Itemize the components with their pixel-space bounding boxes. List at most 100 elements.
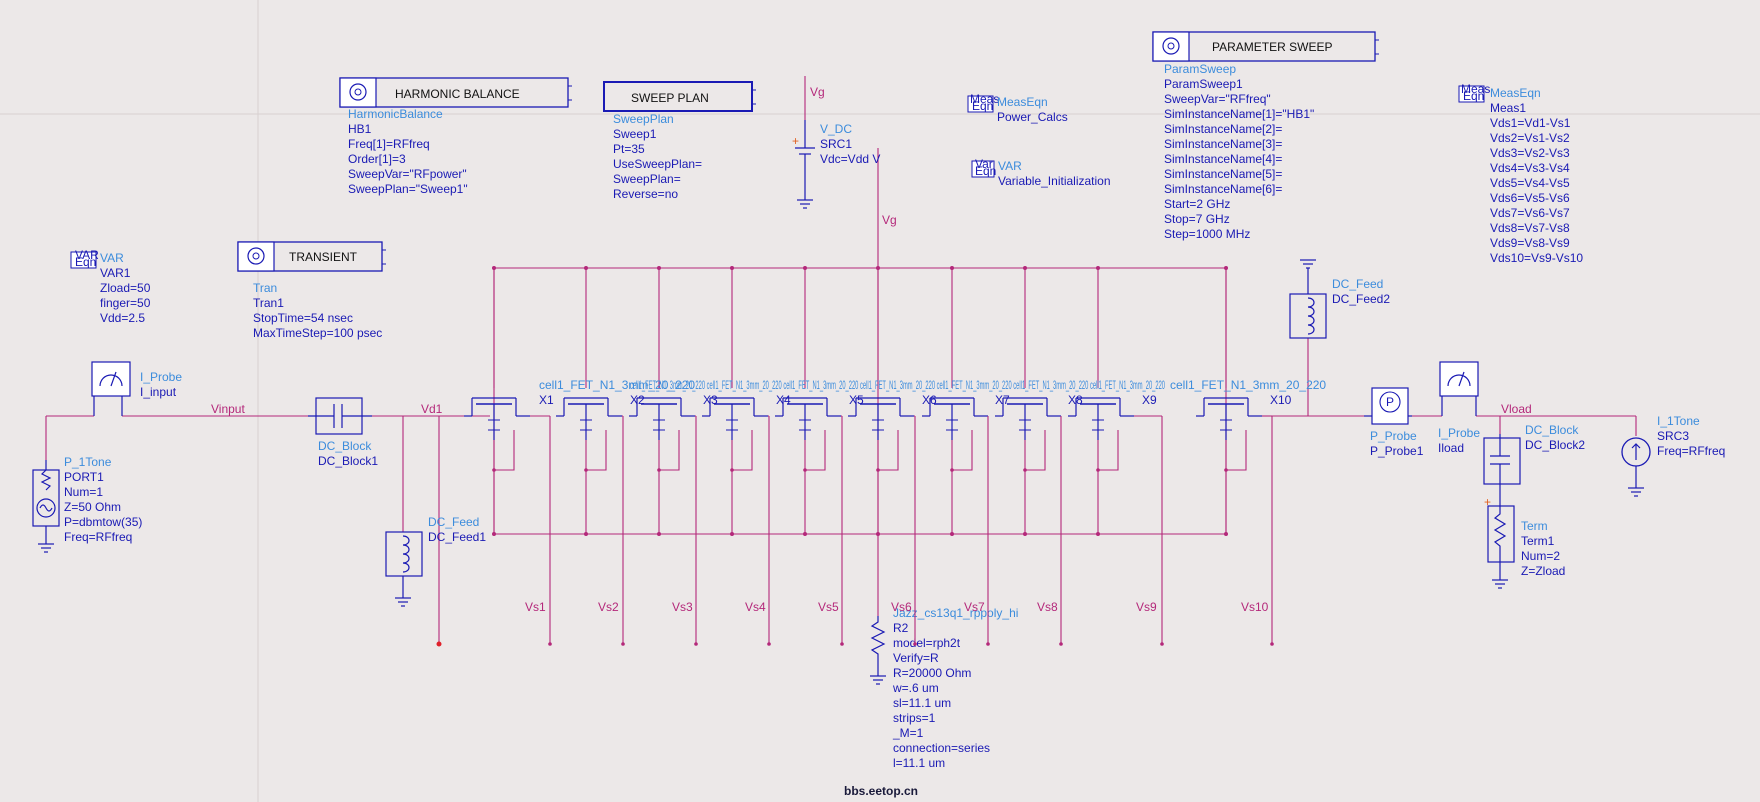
block-line: Meas1 — [1490, 101, 1526, 115]
component-label: DC_Block1 — [318, 454, 378, 468]
var1-block[interactable]: VAR Eqn VAR VAR1 Zload=50 finger=50 Vdd=… — [70, 248, 151, 325]
termination[interactable]: + Term Term1 Num=2 Z=Zload — [1484, 495, 1565, 589]
fet-cell[interactable]: X8 — [995, 266, 1083, 646]
net-label-vs: Vs6 — [891, 600, 912, 614]
load-current-probe[interactable]: I_Probe Iload — [1438, 361, 1480, 455]
block-line: SweepPlan="Sweep1" — [348, 182, 468, 196]
src3-current-source[interactable]: I_1Tone SRC3 Freq=RFfreq — [1621, 414, 1725, 497]
block-line: Tran1 — [253, 296, 284, 310]
component-label: DC_Feed2 — [1332, 292, 1390, 306]
fet-model-label: cell1_FET_N1_3mm_20_220 — [1170, 378, 1326, 392]
probe-node[interactable] — [436, 641, 442, 647]
watermark: bbs.eetop.cn — [844, 784, 918, 798]
component-label: P_Probe1 — [1370, 444, 1424, 458]
component-label: connection=series — [893, 741, 990, 755]
block-line: Power_Calcs — [997, 110, 1068, 124]
component-label: DC_Block — [1525, 423, 1579, 437]
block-line: VAR — [100, 251, 124, 265]
block-line: HarmonicBalance — [348, 107, 443, 121]
block-line: Vds2=Vs1-Vs2 — [1490, 131, 1570, 145]
block-line: Variable_Initialization — [998, 174, 1111, 188]
fet-cell[interactable]: X9 — [1068, 266, 1164, 646]
net-label-vg: Vg — [882, 213, 897, 227]
gear-icon — [247, 247, 265, 265]
net-label-vinput: Vinput — [211, 402, 245, 416]
variable-initialization-block[interactable]: Var Eqn VAR Variable_Initialization — [971, 157, 1111, 188]
block-line: SweepPlan= — [613, 172, 681, 186]
component-label: SRC1 — [820, 137, 852, 151]
component-label: _M=1 — [892, 726, 924, 740]
fet-cell[interactable]: X4 — [702, 266, 791, 646]
block-line: SimInstanceName[2]= — [1164, 122, 1282, 136]
fet-cell[interactable]: X3 — [629, 266, 718, 646]
component-label: l=11.1 um — [893, 756, 945, 770]
transient-controller[interactable]: TRANSIENT Tran Tran1 StopTime=54 nsec Ma… — [237, 241, 386, 340]
component-label: Term1 — [1521, 534, 1555, 548]
fet-instance-label: X9 — [1142, 393, 1157, 407]
input-current-probe[interactable]: I_Probe I_input — [91, 361, 182, 416]
net-label-vs: Vs4 — [745, 600, 766, 614]
component-label: Iload — [1438, 441, 1464, 455]
parameter-sweep-controller[interactable]: PARAMETER SWEEP ParamSweep ParamSweep1 S… — [1152, 31, 1379, 241]
component-label: Verify=R — [893, 651, 939, 665]
meas-eqn-icon: Eqn — [972, 99, 993, 113]
net-label-vd1: Vd1 — [421, 402, 443, 416]
block-line: Vds8=Vs7-Vs8 — [1490, 221, 1570, 235]
block-line: Vds3=Vs2-Vs3 — [1490, 146, 1570, 160]
block-line: SweepVar="RFpower" — [348, 167, 467, 181]
component-label: DC_Feed — [428, 515, 479, 529]
fet-cell[interactable]: X5 — [775, 266, 864, 646]
component-label: P_1Tone — [64, 455, 112, 469]
dc-block-2[interactable]: DC_Block DC_Block2 — [1483, 423, 1585, 506]
r2-resistor[interactable]: Jazz_cs13q1_rppoly_hi R2 model=rph2t Ver… — [870, 606, 1018, 770]
component-label: I_Probe — [140, 370, 182, 384]
sweep-plan-controller[interactable]: SWEEP PLAN SweepPlan Sweep1 Pt=35 UseSwe… — [603, 81, 756, 201]
dc-feed-1[interactable]: DC_Feed DC_Feed1 — [385, 515, 486, 607]
port1-source[interactable]: P_1Tone PORT1 Num=1 Z=50 Ohm P=dbmtow(35… — [32, 455, 142, 553]
block-line: SimInstanceName[4]= — [1164, 152, 1282, 166]
dc-block-1[interactable]: DC_Block DC_Block1 — [308, 397, 378, 468]
component-label: R2 — [893, 621, 909, 635]
block-line: UseSweepPlan= — [613, 157, 702, 171]
block-line: Sweep1 — [613, 127, 657, 141]
block-line: SweepPlan — [613, 112, 674, 126]
block-line: finger=50 — [100, 296, 151, 310]
component-label: strips=1 — [893, 711, 936, 725]
fet-cell[interactable]: X7 — [922, 266, 1010, 646]
block-line: Tran — [253, 281, 277, 295]
net-label-vs: Vs10 — [1241, 600, 1269, 614]
vdc-source[interactable]: + V_DC SRC1 Vdc=Vdd V — [792, 120, 880, 209]
svg-text:+: + — [1484, 495, 1491, 509]
component-label: R=20000 Ohm — [893, 666, 971, 680]
block-line: Reverse=no — [613, 187, 678, 201]
component-label: DC_Block2 — [1525, 438, 1585, 452]
component-label: Z=Zload — [1521, 564, 1565, 578]
fet-cell[interactable]: X1 — [464, 266, 554, 646]
fet-cell[interactable]: X6 — [848, 266, 937, 646]
fet-cell[interactable]: X2 — [556, 266, 645, 646]
meas1-block[interactable]: Meas Eqn MeasEqn Meas1 Vds1=Vd1-Vs1 Vds2… — [1458, 82, 1583, 265]
harmonic-balance-controller[interactable]: HARMONIC BALANCE HarmonicBalance HB1 Fre… — [339, 77, 572, 196]
fet-model-label: cell1_FET_N1_3mm_20_220 cell1_FET_N1_3mm… — [630, 378, 1165, 392]
net-label-vs: Vs5 — [818, 600, 839, 614]
component-label: Term — [1521, 519, 1548, 533]
component-label: SRC3 — [1657, 429, 1689, 443]
power-probe[interactable]: P P_Probe P_Probe1 — [1364, 387, 1424, 458]
var-eqn-icon: VAR — [75, 248, 99, 262]
component-label: PORT1 — [64, 470, 104, 484]
net-label-vload: Vload — [1501, 402, 1532, 416]
dc-feed-2[interactable]: DC_Feed DC_Feed2 — [1289, 259, 1390, 339]
component-label: Num=2 — [1521, 549, 1560, 563]
block-title: PARAMETER SWEEP — [1212, 40, 1332, 54]
block-line: Stop=7 GHz — [1164, 212, 1230, 226]
block-line: VAR1 — [100, 266, 131, 280]
block-line: MeasEqn — [997, 95, 1048, 109]
block-line: SimInstanceName[5]= — [1164, 167, 1282, 181]
component-label: Freq=RFfreq — [1657, 444, 1725, 458]
fet-cell[interactable]: X10 — [1196, 266, 1292, 646]
power-calcs-block[interactable]: Meas Eqn MeasEqn Power_Calcs — [967, 92, 1068, 124]
component-label: Freq=RFfreq — [64, 530, 132, 544]
component-label: DC_Block — [318, 439, 372, 453]
fet-model-label: cell1_FET_N1_3mm_20_220 — [539, 378, 695, 392]
